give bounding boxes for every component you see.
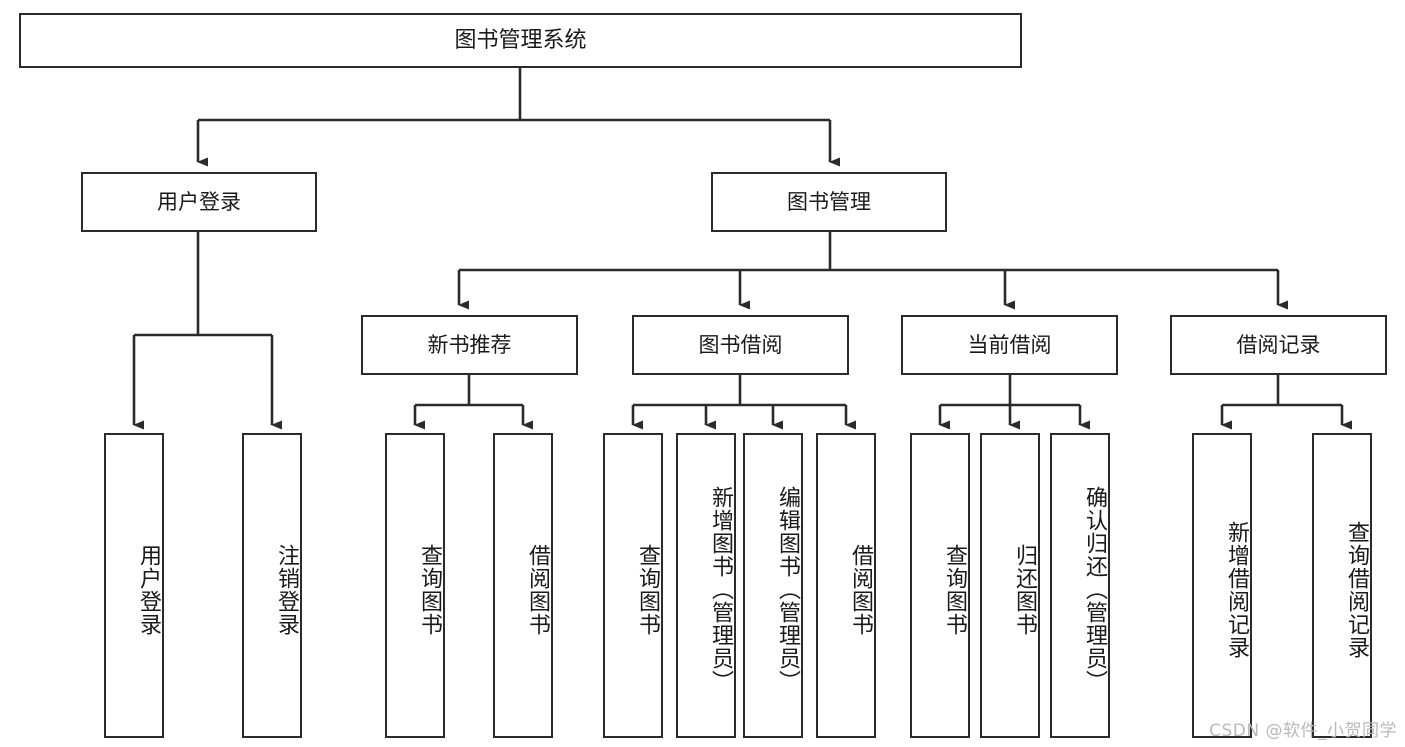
node-label: 图书管理 (787, 189, 871, 214)
node-label: 新书推荐 (427, 332, 512, 357)
node-label: 新增借阅记录 (1224, 520, 1249, 659)
node-label: 编辑图书（管理员） (775, 486, 800, 693)
node-label: 当前借阅 (967, 332, 1052, 357)
node-label: 新增图书（管理员） (708, 486, 733, 693)
node-label: 确认归还（管理员） (1082, 486, 1107, 693)
node-label: 图书借阅 (698, 332, 783, 357)
node-book-borrow[interactable]: 图书借阅 (632, 315, 849, 375)
csdn-watermark: CSDN @软件_小贺同学 (1209, 721, 1397, 741)
node-label: 借阅记录 (1236, 332, 1321, 357)
node-label: 借阅图书 (525, 543, 550, 636)
node-borrow-record[interactable]: 借阅记录 (1170, 315, 1387, 375)
node-book-management[interactable]: 图书管理 (711, 172, 947, 232)
leaf-add-borrow-record[interactable]: 新增借阅记录 (1192, 433, 1252, 738)
leaf-query-book-recommend[interactable]: 查询图书 (385, 433, 445, 738)
leaf-logout-login[interactable]: 注销登录 (242, 433, 302, 738)
node-current-borrow[interactable]: 当前借阅 (901, 315, 1118, 375)
leaf-borrow-book-recommend[interactable]: 借阅图书 (493, 433, 553, 738)
node-label: 用户登录 (136, 543, 161, 636)
leaf-query-book-current[interactable]: 查询图书 (910, 433, 970, 738)
leaf-query-book-borrow[interactable]: 查询图书 (603, 433, 663, 738)
node-root-book-management-system[interactable]: 图书管理系统 (19, 13, 1022, 68)
leaf-query-borrow-record[interactable]: 查询借阅记录 (1312, 433, 1372, 738)
leaf-user-login[interactable]: 用户登录 (104, 433, 164, 738)
node-label: 查询图书 (635, 543, 660, 636)
leaf-edit-book-admin[interactable]: 编辑图书（管理员） (743, 433, 803, 738)
leaf-confirm-return-admin[interactable]: 确认归还（管理员） (1050, 433, 1110, 738)
leaf-add-book-admin[interactable]: 新增图书（管理员） (676, 433, 736, 738)
node-label: 查询图书 (417, 543, 442, 636)
node-label: 查询图书 (942, 543, 967, 636)
leaf-return-book[interactable]: 归还图书 (980, 433, 1040, 738)
node-label: 查询借阅记录 (1344, 520, 1369, 659)
node-label: 注销登录 (274, 543, 299, 636)
node-label: 归还图书 (1012, 543, 1037, 636)
node-label: 用户登录 (157, 189, 241, 214)
node-label: 图书管理系统 (454, 27, 587, 53)
node-new-book-recommend[interactable]: 新书推荐 (361, 315, 578, 375)
node-label: 借阅图书 (848, 543, 873, 636)
node-user-login[interactable]: 用户登录 (81, 172, 317, 232)
leaf-borrow-book[interactable]: 借阅图书 (816, 433, 876, 738)
